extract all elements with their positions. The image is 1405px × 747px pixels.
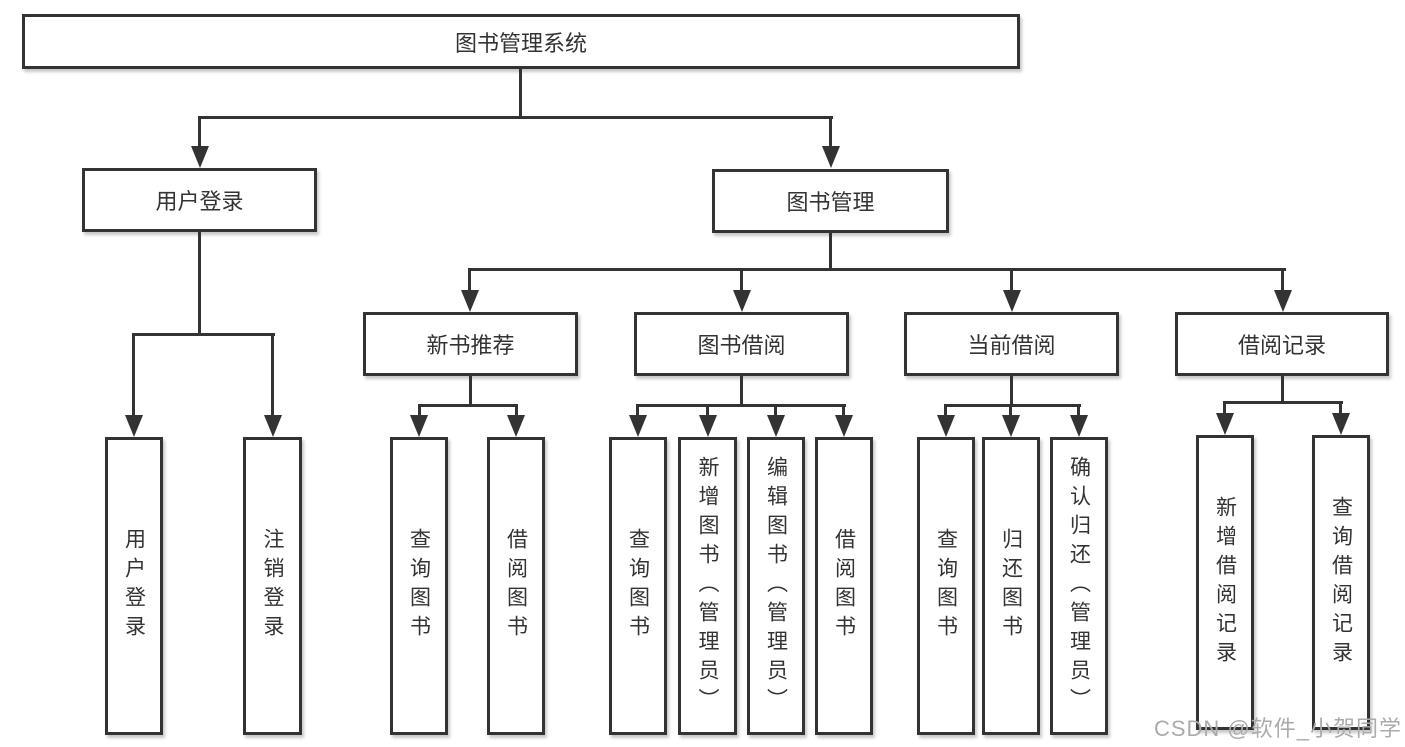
leaf-add-books-admin: 新增图书（管理员）: [678, 437, 737, 735]
node-new-book-recommend: 新书推荐: [363, 312, 578, 376]
connector-line: [842, 404, 845, 418]
leaf-label: 确认归还（管理员）: [1067, 455, 1091, 717]
connector-line: [133, 333, 275, 336]
node-borrowing-records: 借阅记录: [1175, 312, 1389, 376]
node-current-borrowing: 当前借阅: [904, 312, 1119, 376]
connector-line: [132, 333, 135, 417]
arrow-down-icon: [822, 146, 840, 168]
node-user-login: 用户登录: [82, 168, 317, 232]
leaf-label: 用户登录: [122, 528, 146, 644]
connector-line: [1010, 376, 1013, 407]
arrow-down-icon: [507, 415, 525, 437]
leaf-confirm-return-admin: 确认归还（管理员）: [1050, 437, 1108, 735]
connector-line: [418, 404, 518, 407]
arrow-down-icon: [1216, 413, 1234, 435]
csdn-watermark: CSDN @软件_小贺同学: [1153, 716, 1402, 741]
arrow-down-icon: [1070, 415, 1088, 437]
leaf-recommend-query-books: 查询图书: [390, 437, 448, 735]
leaf-current-query-books: 查询图书: [917, 437, 975, 735]
node-library-management-system: 图书管理系统: [22, 14, 1020, 69]
connector-line: [418, 404, 421, 418]
arrow-down-icon: [461, 290, 479, 312]
leaf-user-login: 用户登录: [105, 437, 163, 735]
connector-line: [944, 404, 947, 418]
connector-line: [1009, 404, 1012, 418]
node-book-borrowing: 图书借阅: [634, 312, 849, 376]
leaf-recommend-borrow-books: 借阅图书: [487, 437, 545, 735]
arrow-down-icon: [733, 290, 751, 312]
leaf-label: 编辑图书（管理员）: [764, 455, 788, 717]
leaf-label: 借阅图书: [832, 528, 856, 644]
arrow-down-icon: [629, 415, 647, 437]
connector-line: [469, 376, 472, 407]
connector-line: [829, 233, 832, 271]
connector-line: [468, 268, 471, 294]
leaf-logout: 注销登录: [243, 437, 302, 735]
arrow-down-icon: [1274, 290, 1292, 312]
leaf-label: 查询借阅记录: [1329, 495, 1353, 670]
arrow-down-icon: [191, 146, 209, 168]
leaf-label: 查询图书: [626, 528, 650, 644]
leaf-borrow-books: 借阅图书: [815, 437, 873, 735]
connector-line: [198, 116, 201, 148]
leaf-return-books: 归还图书: [982, 437, 1040, 735]
connector-line: [740, 268, 743, 294]
arrow-down-icon: [264, 415, 282, 437]
connector-line: [271, 333, 274, 417]
arrow-down-icon: [835, 415, 853, 437]
leaf-edit-books-admin: 编辑图书（管理员）: [747, 437, 805, 735]
connector-line: [198, 232, 201, 335]
leaf-label: 注销登录: [261, 528, 284, 644]
leaf-add-borrow-record: 新增借阅记录: [1196, 435, 1254, 730]
connector-line: [1339, 401, 1342, 414]
connector-line: [519, 69, 522, 117]
connector-line: [515, 404, 518, 418]
connector-line: [637, 404, 846, 407]
node-book-management: 图书管理: [712, 169, 949, 233]
arrow-down-icon: [1003, 290, 1021, 312]
connector-line: [945, 404, 1081, 407]
leaf-borrowing-query-books: 查询图书: [609, 437, 667, 735]
connector-line: [740, 376, 743, 407]
connector-line: [1077, 404, 1080, 418]
connector-line: [1224, 401, 1343, 404]
leaf-label: 借阅图书: [504, 528, 528, 644]
connector-line: [1223, 401, 1226, 414]
leaf-label: 新增借阅记录: [1213, 495, 1237, 670]
arrow-down-icon: [1002, 415, 1020, 437]
connector-line: [1281, 376, 1284, 403]
connector-line: [636, 404, 639, 418]
connector-line: [198, 116, 833, 119]
connector-line: [1010, 268, 1013, 294]
connector-line: [1281, 268, 1284, 294]
leaf-label: 查询图书: [934, 528, 958, 644]
leaf-query-borrow-record: 查询借阅记录: [1312, 435, 1370, 730]
arrow-down-icon: [125, 415, 143, 437]
arrow-down-icon: [1332, 413, 1350, 435]
arrow-down-icon: [410, 415, 428, 437]
connector-line: [829, 116, 832, 148]
arrow-down-icon: [767, 415, 785, 437]
connector-line: [469, 268, 1286, 271]
connector-line: [706, 404, 709, 418]
leaf-label: 新增图书（管理员）: [696, 455, 719, 717]
connector-line: [774, 404, 777, 418]
leaf-label: 查询图书: [407, 528, 431, 644]
leaf-label: 归还图书: [999, 528, 1023, 644]
arrow-down-icon: [937, 415, 955, 437]
arrow-down-icon: [699, 415, 717, 437]
